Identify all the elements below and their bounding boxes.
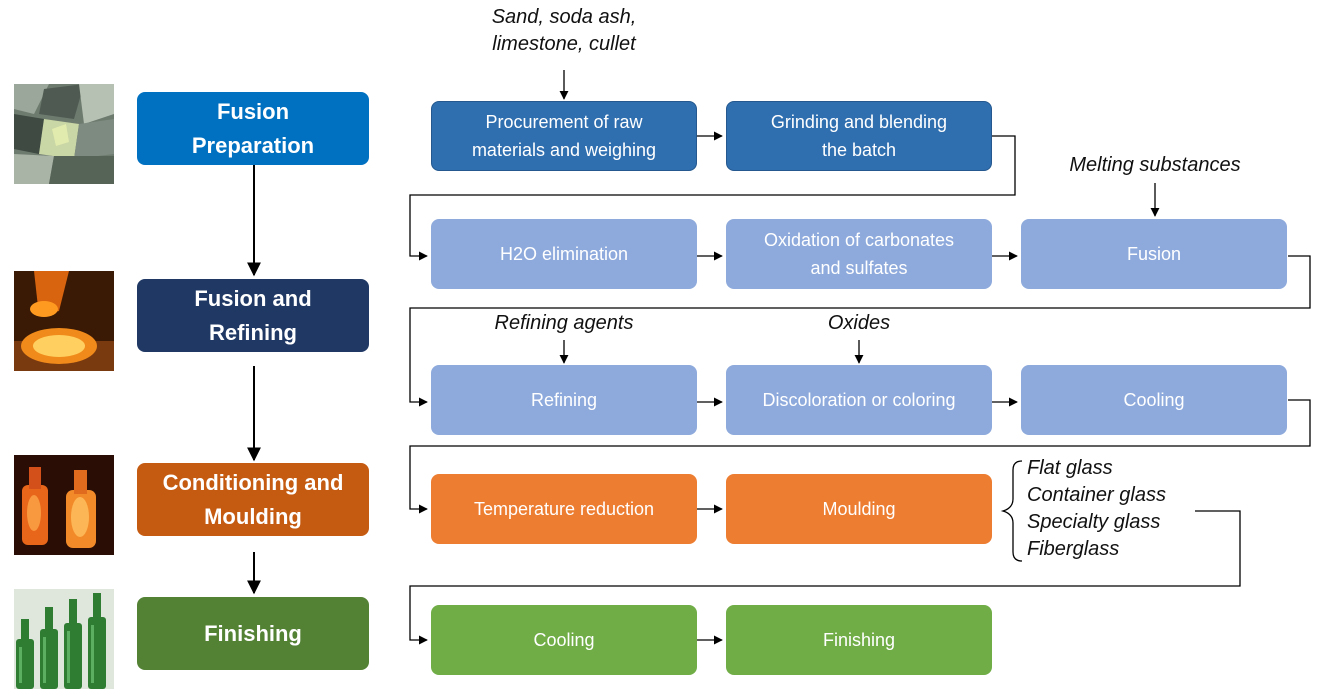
input-raw-materials: Sand, soda ash, limestone, cullet (491, 6, 637, 55)
step-procurement: Procurement of raw materials and weighin… (431, 101, 697, 171)
product-container-glass: Container glass (1027, 484, 1166, 506)
product-fiberglass: Fiberglass (1027, 538, 1120, 560)
molten-glass-photo (14, 271, 114, 371)
step-oxidation: Oxidation of carbonates and sulfates (726, 219, 992, 289)
step-temperature-reduction: Temperature reduction (431, 474, 697, 544)
step-fusion: Fusion (1021, 219, 1287, 289)
cullet-photo (14, 84, 114, 184)
product-specialty-glass: Specialty glass (1027, 511, 1161, 533)
stage-fusion-preparation: Fusion Preparation (137, 92, 369, 165)
stage-fusion-refining: Fusion and Refining (137, 279, 369, 352)
stage-conditioning-moulding: Conditioning and Moulding (137, 463, 369, 536)
product-flat-glass: Flat glass (1027, 457, 1113, 479)
step-finishing: Finishing (726, 605, 992, 675)
stage-finishing: Finishing (137, 597, 369, 670)
step-discoloration: Discoloration or coloring (726, 365, 992, 435)
product-list: Flat glass Container glass Specialty gla… (1027, 455, 1166, 563)
step-moulding: Moulding (726, 474, 992, 544)
input-oxides: Oxides (827, 312, 891, 334)
step-grinding-blending: Grinding and blending the batch (726, 101, 992, 171)
hot-bottles-photo (14, 455, 114, 555)
green-bottles-photo (14, 589, 114, 689)
step-h2o-elimination: H2O elimination (431, 219, 697, 289)
step-cooling-finishing: Cooling (431, 605, 697, 675)
step-cooling-refining: Cooling (1021, 365, 1287, 435)
input-melting-substances: Melting substances (1069, 154, 1241, 176)
step-refining: Refining (431, 365, 697, 435)
input-refining-agents: Refining agents (494, 312, 634, 334)
